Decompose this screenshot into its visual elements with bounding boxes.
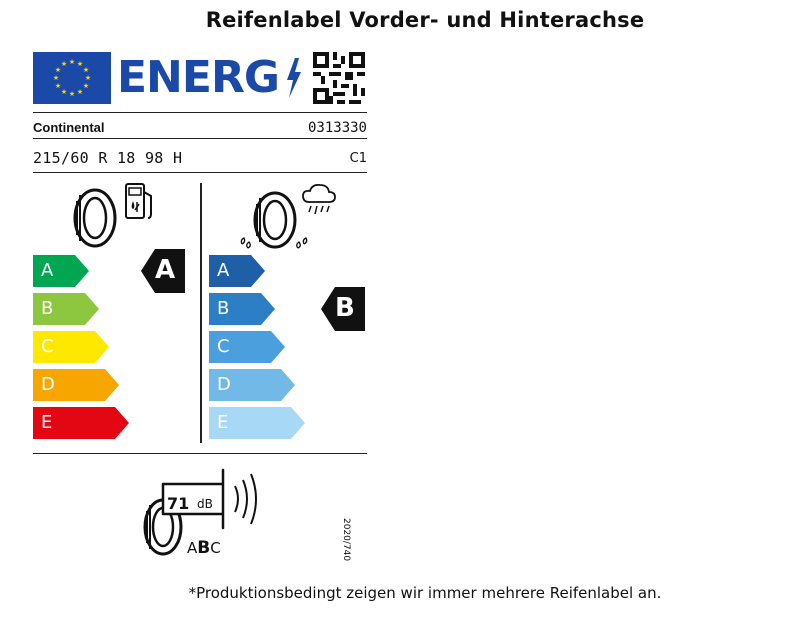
qr-code (313, 52, 365, 104)
svg-text:★: ★ (53, 74, 59, 82)
brand-divider (33, 138, 367, 139)
noise-divider (33, 453, 367, 454)
fuel-class-letter: E (41, 412, 53, 433)
svg-text:★: ★ (77, 88, 83, 96)
water-splash-icon (238, 228, 318, 254)
type-identifier: 0313330 (307, 120, 367, 136)
noise-class-c: C (210, 539, 221, 557)
tyre-label: ★★★ ★★★ ★★★ ★★★ ENERG (33, 50, 367, 562)
svg-text:★: ★ (83, 66, 89, 74)
fuel-class-d: D (33, 369, 119, 401)
column-divider (200, 183, 202, 443)
fuel-class-e: E (33, 407, 129, 439)
fuel-class-letter: B (41, 298, 54, 319)
tyre-icon (251, 190, 299, 254)
fuel-rating-letter: A (155, 255, 176, 285)
lightning-icon (283, 56, 303, 100)
fuel-class-a: A (33, 255, 89, 287)
footnote: *Produktionsbedingt zeigen wir immer meh… (188, 584, 662, 602)
svg-text:★: ★ (83, 82, 89, 90)
eu-flag: ★★★ ★★★ ★★★ ★★★ (33, 52, 111, 104)
tyre-size: 215/60 R 18 98 H (33, 149, 183, 167)
fuel-class-letter: C (41, 336, 54, 357)
svg-text:★: ★ (55, 66, 61, 74)
noise-value: 71 (167, 494, 190, 513)
wet-class-d: D (209, 369, 295, 401)
wet-class-a: A (209, 255, 265, 287)
noise-unit: dB (197, 497, 213, 511)
wet-rating-letter: B (335, 293, 355, 323)
page-title: Reifenlabel Vorder- und Hinterachse (205, 8, 645, 32)
energy-wordmark: ENERG (117, 52, 280, 103)
fuel-class-b: B (33, 293, 99, 325)
fuel-efficiency-rating: A (141, 249, 185, 293)
wet-class-letter: B (217, 298, 230, 319)
fuel-class-c: C (33, 331, 109, 363)
fuel-class-letter: D (41, 374, 55, 395)
wet-class-b: B (209, 293, 275, 325)
wet-grip-rating: B (321, 287, 365, 331)
tyre-class: C1 (349, 151, 367, 166)
svg-text:★: ★ (61, 60, 67, 68)
wet-class-letter: D (217, 374, 231, 395)
noise-class-b: B (197, 538, 211, 558)
regulation-number: 2020/740 (341, 518, 351, 562)
rain-cloud-icon (301, 182, 337, 220)
speaker-icon (161, 468, 261, 534)
wet-class-c: C (209, 331, 285, 363)
noise-class: ABC (187, 538, 221, 558)
svg-text:★: ★ (77, 60, 83, 68)
wet-class-letter: C (217, 336, 230, 357)
wet-class-letter: A (217, 260, 230, 281)
noise-class-a: A (187, 539, 198, 557)
svg-text:★: ★ (85, 74, 91, 82)
fuel-pump-icon (123, 182, 157, 226)
tyre-icon (71, 187, 119, 253)
header-divider (33, 112, 367, 113)
svg-text:★: ★ (69, 58, 75, 66)
size-divider (33, 172, 367, 173)
fuel-class-letter: A (41, 260, 54, 281)
wet-class-e: E (209, 407, 305, 439)
wet-class-letter: E (217, 412, 229, 433)
svg-text:★: ★ (69, 90, 75, 98)
svg-text:★: ★ (61, 88, 67, 96)
supplier-name: Continental (33, 120, 105, 135)
svg-text:★: ★ (55, 82, 61, 90)
